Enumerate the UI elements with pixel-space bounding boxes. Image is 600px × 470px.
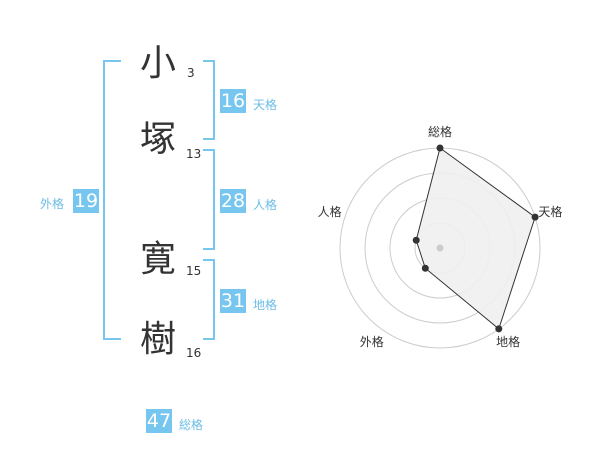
axis-label-jin: 人格 (318, 204, 342, 219)
stroke-count-4: 16 (186, 346, 202, 360)
radar-point (495, 325, 503, 333)
gai-bracket (103, 60, 121, 340)
jin-bracket (203, 149, 215, 250)
radar-chart: 総格 天格 地格 外格 人格 (318, 124, 563, 349)
radar-point (531, 213, 539, 221)
jin-value: 28 (220, 189, 246, 213)
name-char-4: 樹 (140, 319, 177, 360)
stroke-count-1: 3 (187, 66, 195, 80)
sou-value: 47 (146, 409, 172, 433)
jin-label: 人格 (253, 198, 278, 212)
radar-points (412, 144, 539, 333)
gai-label: 外格 (40, 197, 65, 211)
ten-bracket (203, 60, 215, 140)
chi-label: 地格 (253, 298, 278, 312)
radar-point (412, 236, 420, 244)
stroke-count-2: 13 (186, 147, 202, 161)
radar-point (436, 144, 444, 152)
ten-label: 天格 (253, 98, 278, 112)
chi-value: 31 (220, 289, 246, 313)
radar-point (421, 264, 429, 272)
name-char-3: 寛 (140, 239, 177, 280)
axis-label-chi: 地格 (496, 334, 520, 349)
radar-area (415, 147, 536, 330)
axis-label-gai: 外格 (360, 334, 384, 349)
axis-label-sou: 総格 (428, 124, 452, 139)
chi-bracket (203, 259, 215, 340)
gai-value: 19 (73, 189, 99, 213)
radar-center (436, 244, 444, 252)
name-char-2: 塚 (140, 119, 177, 160)
stroke-count-3: 15 (186, 264, 202, 278)
name-char-1: 小 (140, 43, 177, 84)
sou-label: 総格 (179, 418, 204, 432)
ten-value: 16 (220, 89, 246, 113)
axis-label-ten: 天格 (538, 204, 562, 219)
